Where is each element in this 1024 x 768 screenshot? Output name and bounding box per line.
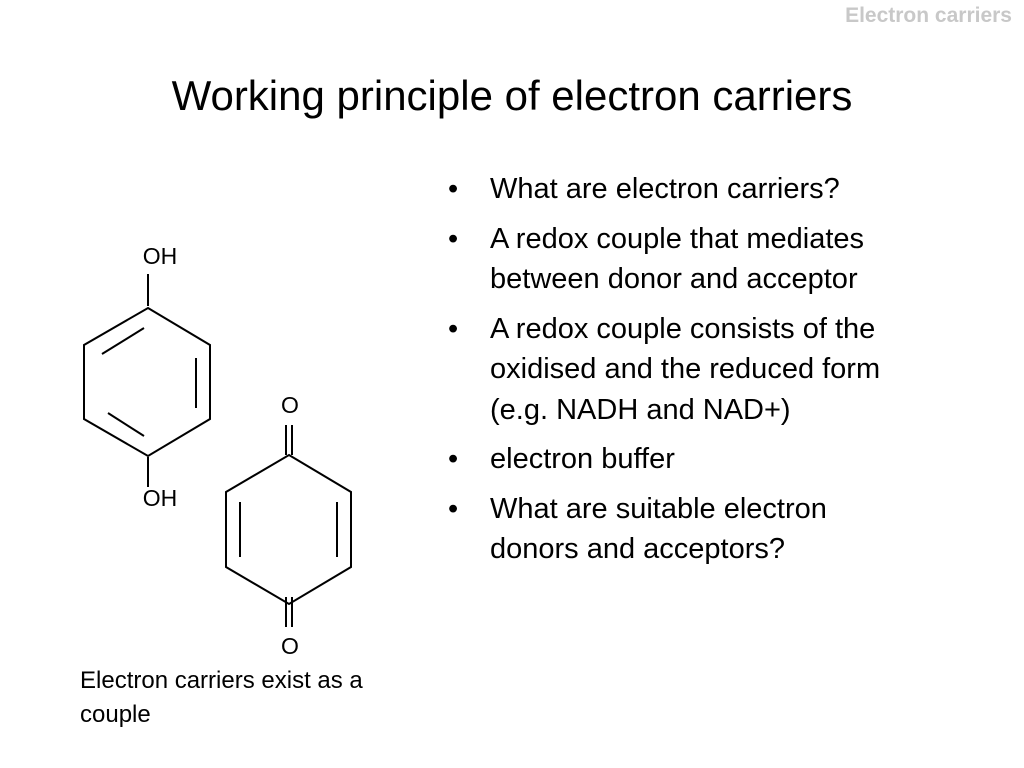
hydroquinone-structure: [83, 274, 211, 487]
bullet-item: • What are electron carriers?: [448, 169, 918, 210]
quinone-top-o-label: O: [281, 392, 299, 418]
bullet-text: A redox couple consists of the oxidised …: [490, 312, 881, 426]
bullet-text: What are electron carriers?: [490, 173, 840, 205]
bullet-text: What are suitable electron donors and ac…: [490, 492, 827, 566]
hydroquinone-top-oh-label: OH: [143, 243, 178, 269]
figure-caption: Electron carriers exist as a couple: [80, 667, 363, 728]
hydroquinone-ring: [83, 306, 211, 458]
hydroquinone-bottom-oh-label: OH: [143, 485, 178, 511]
bullet-list: • What are electron carriers? • A redox co…: [448, 169, 918, 579]
bullet-text: electron buffer: [490, 443, 675, 475]
hydroquinone-double-bond: [101, 327, 145, 355]
bullet-dot-icon: •: [448, 312, 459, 345]
bullet-dot-icon: •: [448, 222, 459, 255]
slide-title: Working principle of electron carriers: [171, 72, 853, 119]
bullet-dot-icon: •: [448, 173, 459, 205]
bullet-item: • A redox couple that mediates between do…: [448, 219, 918, 300]
bullet-item: • A redox couple consists of the oxidised…: [448, 309, 918, 431]
quinone-ring: [225, 453, 352, 606]
header-label: Electron carriers: [845, 4, 1012, 27]
bullet-dot-icon: •: [448, 443, 459, 475]
quinone-structure: [225, 425, 352, 627]
bullet-dot-icon: •: [448, 492, 459, 525]
bullet-text: A redox couple that mediates between don…: [490, 222, 865, 296]
hydroquinone-double-bond: [107, 412, 145, 437]
bullet-item: • electron buffer: [448, 439, 918, 480]
quinone-bottom-o-label: O: [281, 633, 299, 659]
bullet-item: • What are suitable electron donors and a…: [448, 489, 918, 570]
